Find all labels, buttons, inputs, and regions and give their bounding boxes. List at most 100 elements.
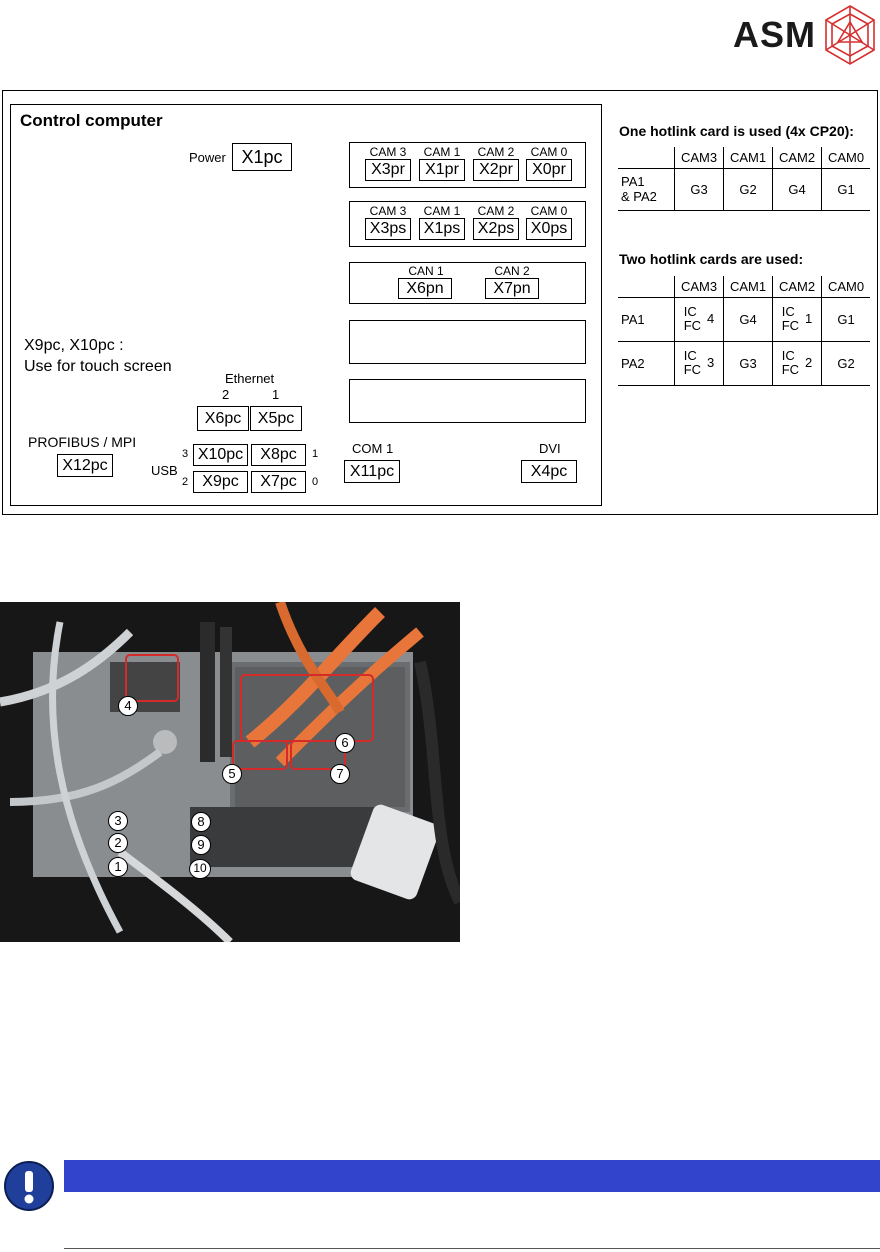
cam-label: CAM 2 <box>477 145 515 159</box>
x0pr-connector: X0pr <box>526 159 572 181</box>
x1ps-connector: X1ps <box>419 218 465 240</box>
ic-fc-number: 1 <box>805 311 813 326</box>
table-header-cell: CAM0 <box>821 147 870 169</box>
profibus-label: PROFIBUS / MPI <box>28 434 137 450</box>
usb-port-number: 2 <box>182 476 189 488</box>
touch-note-line1: X9pc, X10pc : <box>24 337 124 354</box>
callout-10: 10 <box>189 859 211 879</box>
x11pc-connector: X11pc <box>344 460 400 483</box>
x10pc-connector: X10pc <box>193 444 248 466</box>
touch-note-line2: Use for touch screen <box>24 358 172 375</box>
row-label-line: & PA2 <box>621 189 657 204</box>
com-label: COM 1 <box>352 441 394 456</box>
fc-label: FC <box>683 318 702 333</box>
callout-8: 8 <box>191 812 211 832</box>
brand-logo-text: ASM <box>733 14 816 55</box>
table-header-cell: CAM1 <box>723 147 773 169</box>
empty-slot <box>349 320 586 364</box>
table-row-label: PA2 <box>618 340 675 386</box>
table-cell: G2 <box>821 340 870 386</box>
table-header-cell: CAM3 <box>674 147 724 169</box>
can-label: CAN 1 <box>408 264 444 278</box>
ic-label: IC <box>683 304 697 319</box>
ic-fc-stack: IC FC <box>782 305 799 333</box>
exclamation-icon <box>24 1171 34 1204</box>
panel-title: Control computer <box>20 111 163 130</box>
x2ps-connector: X2ps <box>473 218 519 240</box>
ethernet-label: Ethernet <box>225 371 275 386</box>
fc-label: FC <box>781 318 800 333</box>
table-row-label: PA1 & PA2 <box>618 167 675 211</box>
ic-fc-cell: IC FC 1 <box>773 305 821 333</box>
ic-label: IC <box>781 348 795 363</box>
ic-fc-stack: IC FC <box>684 305 701 333</box>
cam-label: CAM 3 <box>369 145 407 159</box>
empty-slot <box>349 379 586 423</box>
callout-2: 2 <box>108 833 128 853</box>
cam-group-ps <box>349 201 586 247</box>
fc-label: FC <box>781 362 800 377</box>
ic-label: IC <box>683 348 697 363</box>
cam-label: CAM 2 <box>477 204 515 218</box>
ic-label: IC <box>781 304 795 319</box>
table-cell: G1 <box>821 296 870 342</box>
note-icon <box>4 1161 54 1211</box>
table-cell: G1 <box>821 167 870 211</box>
ic-fc-stack: IC FC <box>684 349 701 377</box>
x6pn-connector: X6pn <box>398 278 452 299</box>
table-cell: G2 <box>723 167 773 211</box>
asm-logo-icon <box>825 5 875 65</box>
usb-label: USB <box>151 463 178 478</box>
ic-fc-number: 4 <box>707 311 715 326</box>
x8pc-connector: X8pc <box>251 444 306 466</box>
cam-label: CAM 1 <box>423 145 461 159</box>
callout-9: 9 <box>191 835 211 855</box>
note-header-bar <box>64 1160 880 1192</box>
usb-port-number: 1 <box>312 448 319 460</box>
table-cell: IC FC 4 <box>674 296 724 342</box>
table-header-cell: CAM2 <box>772 276 822 298</box>
table-header-cell: CAM1 <box>723 276 773 298</box>
x2pr-connector: X2pr <box>473 159 519 181</box>
x6pc-connector: X6pc <box>197 406 249 431</box>
table-row-label: PA1 <box>618 296 675 342</box>
ethernet-port-number: 1 <box>272 387 280 402</box>
table-one-title: One hotlink card is used (4x CP20): <box>619 123 854 139</box>
callout-3: 3 <box>108 811 128 831</box>
table-cell: G4 <box>772 167 822 211</box>
hotlink-table-one: CAM3 CAM1 CAM2 CAM0 PA1 & PA2 G3 G2 G4 G… <box>618 147 870 211</box>
callout-1: 1 <box>108 857 128 877</box>
cam-label: CAM 3 <box>369 204 407 218</box>
can-group <box>349 262 586 304</box>
ic-fc-number: 3 <box>707 355 715 370</box>
table-header-cell: CAM0 <box>821 276 870 298</box>
ic-fc-cell: IC FC 4 <box>675 305 723 333</box>
cam-label: CAM 1 <box>423 204 461 218</box>
x12pc-connector: X12pc <box>57 454 113 477</box>
callout-4: 4 <box>118 696 138 716</box>
ic-fc-number: 2 <box>805 355 813 370</box>
computer-photo: 4 6 5 7 3 8 2 9 1 10 <box>0 602 460 942</box>
usb-port-number: 0 <box>312 476 319 488</box>
table-cell: G3 <box>674 167 724 211</box>
table-header-cell: CAM2 <box>772 147 822 169</box>
table-two-title: Two hotlink cards are used: <box>619 251 804 267</box>
x7pn-connector: X7pn <box>485 278 539 299</box>
x3ps-connector: X3ps <box>365 218 411 240</box>
callout-6: 6 <box>335 733 355 753</box>
row-label-line: PA1 <box>621 174 645 189</box>
control-computer-panel <box>10 104 602 506</box>
fc-label: FC <box>683 362 702 377</box>
table-cell: G3 <box>723 340 773 386</box>
table-cell: IC FC 3 <box>674 340 724 386</box>
highlight-box <box>125 654 179 702</box>
table-header-cell: CAM3 <box>674 276 724 298</box>
x4pc-connector: X4pc <box>521 460 577 483</box>
usb-port-number: 3 <box>182 448 189 460</box>
cam-label: CAM 0 <box>530 204 568 218</box>
cam-label: CAM 0 <box>530 145 568 159</box>
x7pc-connector: X7pc <box>251 471 306 493</box>
ic-fc-stack: IC FC <box>782 349 799 377</box>
power-label: Power <box>189 150 226 165</box>
table-cell: IC FC 1 <box>772 296 822 342</box>
